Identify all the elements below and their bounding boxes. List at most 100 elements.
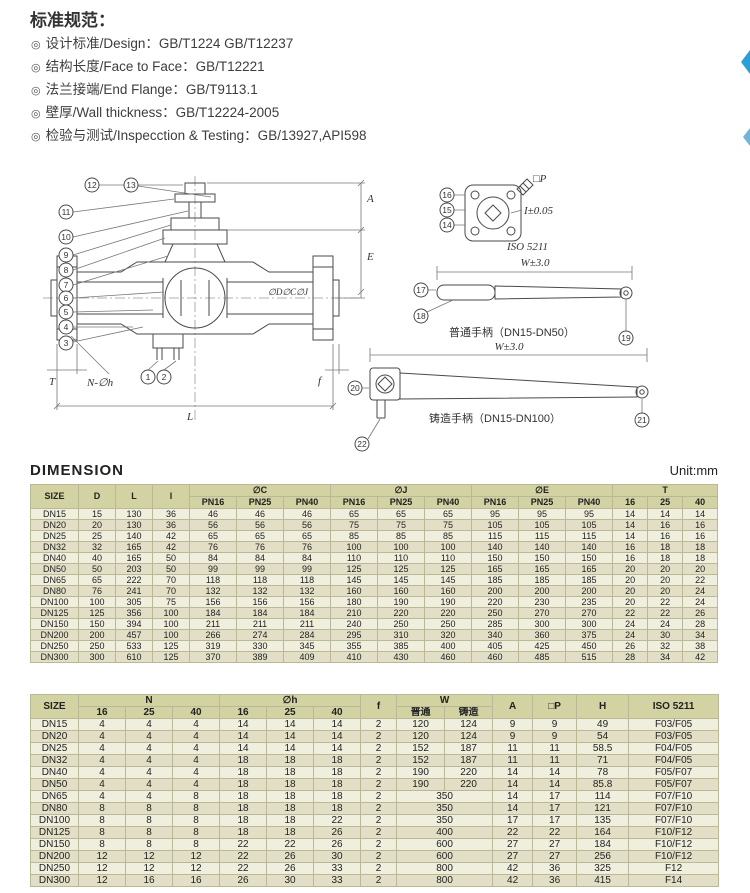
value-cell: 18 <box>219 778 268 791</box>
value-cell: 389 <box>236 651 284 663</box>
value-cell: 11 <box>492 754 534 767</box>
cast-handle-drawing: W±3.0 20 21 22 铸造手柄（DN15-DN100） <box>347 341 650 452</box>
value-cell: 165 <box>471 563 520 575</box>
value-cell: 14 <box>492 766 534 779</box>
value-cell: 410 <box>330 651 379 663</box>
col-header-p: □P <box>532 694 578 719</box>
callout-number: 18 <box>416 311 426 321</box>
size-cell: DN20 <box>30 519 79 531</box>
dim-w-label: W±3.0 <box>495 341 524 353</box>
value-cell: 8 <box>125 838 173 851</box>
value-cell: 4 <box>171 742 221 755</box>
value-cell: 180 <box>330 596 379 608</box>
value-cell: 211 <box>236 618 284 630</box>
value-cell: 54 <box>576 730 630 743</box>
callout-number: 9 <box>64 250 69 260</box>
col-header-e: ∅E <box>471 484 614 497</box>
value-cell: 450 <box>565 640 614 652</box>
spec-item: ◎壁厚/Wall thickness：GB/T12224-2005 <box>31 102 367 125</box>
value-cell: 14 <box>647 508 684 520</box>
value-cell: 132 <box>189 585 237 597</box>
col-header-25: 25 <box>266 706 315 719</box>
value-cell: 241 <box>115 585 153 597</box>
value-cell: 800 <box>396 874 494 887</box>
bullet-icon: ◎ <box>31 39 41 51</box>
value-cell: 100 <box>152 629 190 641</box>
value-cell: 8 <box>171 814 221 827</box>
value-cell: 118 <box>236 574 284 586</box>
value-cell: 17 <box>492 814 534 827</box>
spec-item: ◎设计标准/Design：GB/T1224 GB/T12237 <box>31 33 367 56</box>
value-cell: 70 <box>152 585 190 597</box>
value-cell: 11 <box>532 742 578 755</box>
value-cell: 14 <box>532 766 578 779</box>
value-cell: 187 <box>444 742 494 755</box>
col-header-t16: 16 <box>612 496 649 509</box>
value-cell: 100 <box>78 596 116 608</box>
iso-flange-drawing: □P I±0.05 ISO 5211 16 15 14 <box>439 173 553 253</box>
value-cell: 18 <box>219 790 268 803</box>
value-cell: 99 <box>189 563 237 575</box>
value-cell: 211 <box>282 618 332 630</box>
value-cell: 4 <box>125 718 173 731</box>
value-cell: 95 <box>471 508 520 520</box>
size-cell: DN25 <box>30 742 79 755</box>
value-cell: 12 <box>125 862 173 875</box>
value-cell: F05/F07 <box>628 778 720 791</box>
value-cell: 150 <box>565 552 614 564</box>
value-cell: 18 <box>313 754 362 767</box>
callout-number: 19 <box>621 333 631 343</box>
size-cell: DN200 <box>30 850 79 863</box>
value-cell: 65 <box>377 508 426 520</box>
value-cell: 32 <box>647 640 684 652</box>
col-header-pn16: PN16 <box>471 496 520 509</box>
value-cell: 26 <box>313 826 362 839</box>
value-cell: 34 <box>647 651 684 663</box>
size-cell: DN200 <box>30 629 79 641</box>
value-cell: 76 <box>78 585 116 597</box>
part-callout: 14 <box>439 217 455 233</box>
value-cell: 240 <box>330 618 379 630</box>
value-cell: 105 <box>471 519 520 531</box>
value-cell: 150 <box>518 552 567 564</box>
value-cell: 36 <box>532 874 578 887</box>
size-cell: DN15 <box>30 718 79 731</box>
value-cell: 165 <box>565 563 614 575</box>
value-cell: 340 <box>471 629 520 641</box>
value-cell: 165 <box>518 563 567 575</box>
callout-number: 14 <box>442 220 452 230</box>
value-cell: 18 <box>266 802 315 815</box>
value-cell: 9 <box>532 718 578 731</box>
value-cell: 18 <box>313 802 362 815</box>
value-cell: 375 <box>565 629 614 641</box>
value-cell: 12 <box>78 862 126 875</box>
size-cell: DN20 <box>30 730 79 743</box>
value-cell: 120 <box>396 730 446 743</box>
value-cell: 184 <box>576 838 630 851</box>
value-cell: 394 <box>115 618 153 630</box>
spec-text: 壁厚/Wall thickness：GB/T12224-2005 <box>45 105 280 120</box>
value-cell: 4 <box>78 742 126 755</box>
value-cell: 145 <box>330 574 379 586</box>
size-cell: DN100 <box>30 596 79 608</box>
col-header-iso: ISO 5211 <box>628 694 720 719</box>
value-cell: 203 <box>115 563 153 575</box>
value-cell: 42 <box>492 874 534 887</box>
value-cell: 16 <box>125 874 173 887</box>
value-cell: 319 <box>189 640 237 652</box>
value-cell: 100 <box>424 541 473 553</box>
value-cell: 14 <box>266 742 315 755</box>
value-cell: 18 <box>266 826 315 839</box>
col-header-a: A <box>492 694 534 719</box>
value-cell: 17 <box>532 790 578 803</box>
value-cell: 2 <box>360 838 398 851</box>
value-cell: 8 <box>78 826 126 839</box>
value-cell: 33 <box>313 874 362 887</box>
dim-n-label: N-∅h <box>86 377 114 389</box>
